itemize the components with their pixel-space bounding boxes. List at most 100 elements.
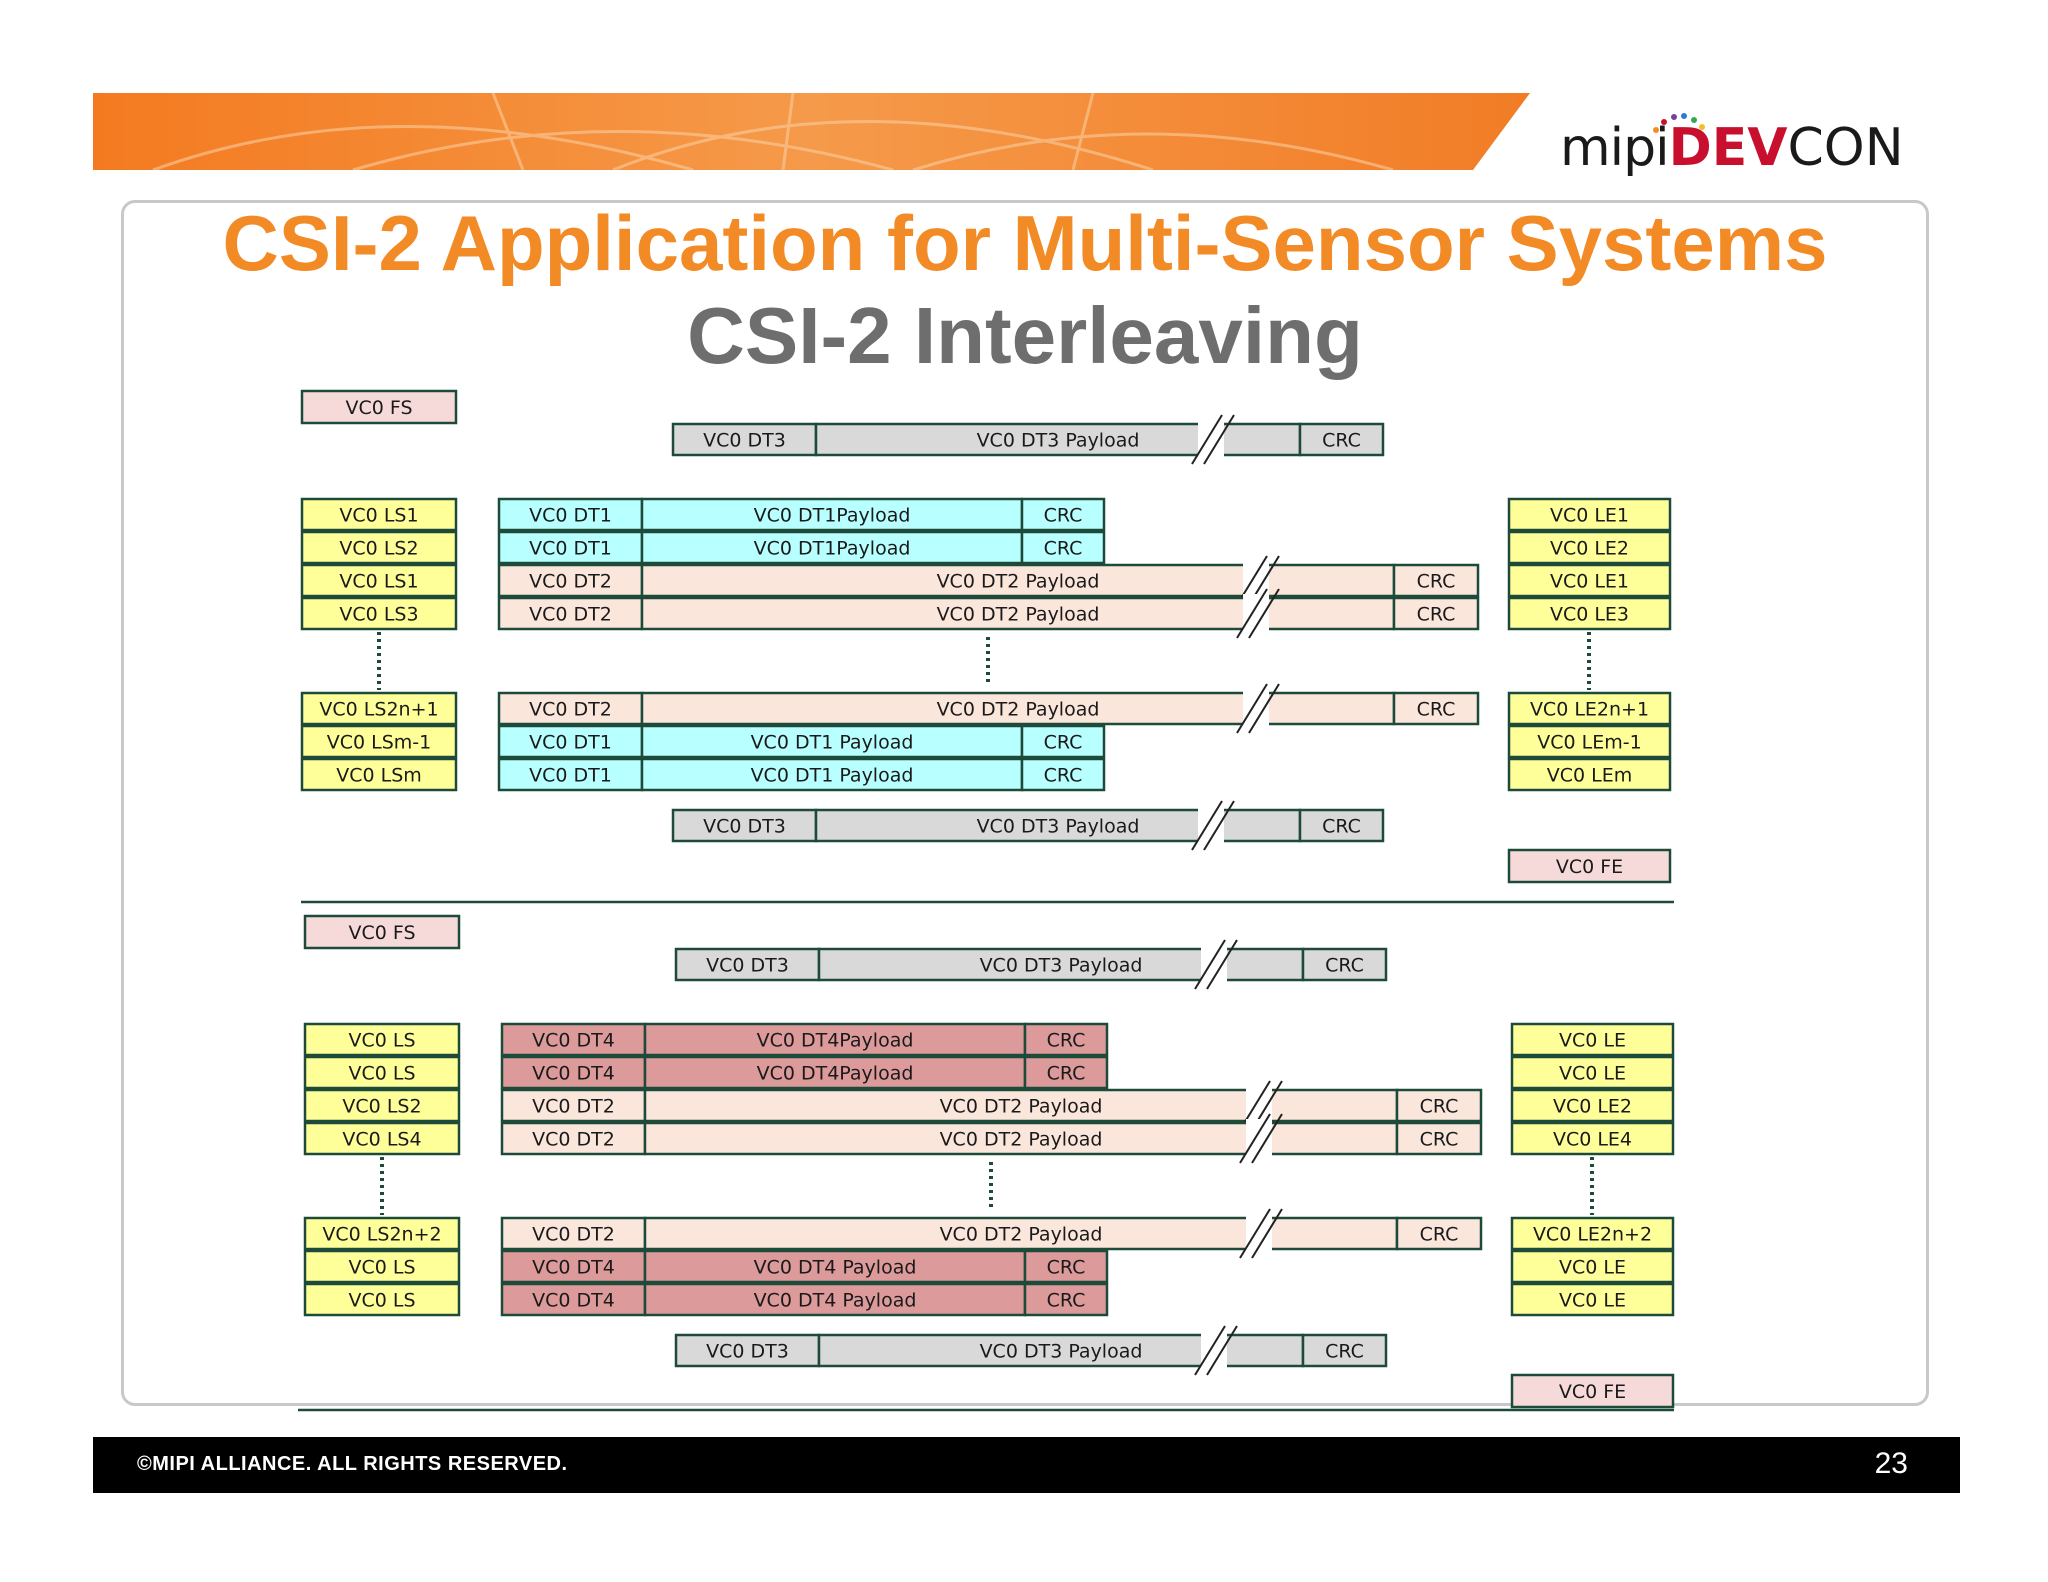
break-mark [1206, 939, 1238, 990]
sensor1-line-end-b2-box [1507, 757, 1672, 792]
sensor1-frame-end-label: VC0 FE [1556, 856, 1623, 878]
break-mark [1191, 414, 1223, 465]
sensor1-line-start-3-box [300, 596, 458, 631]
sensor2-dt3-bottom-crc-box [1301, 1333, 1388, 1368]
sensor1-short-b-payload-box [640, 530, 1024, 565]
break-mark [1203, 800, 1235, 851]
sensor1-long-c-dt-label: VC0 DT2 [529, 699, 612, 721]
sensor1-long-c-crc-label: CRC [1417, 699, 1456, 721]
sensor2-line-end-b0-box [1510, 1216, 1675, 1251]
sensor2-line-end-1-box [1510, 1055, 1675, 1090]
sensor2-line-start-2-box [303, 1088, 461, 1123]
sensor1-dt3-top-payload-label: VC0 DT3 Payload [977, 430, 1140, 452]
sensor1-line-end-2-label: VC0 LE1 [1550, 571, 1629, 593]
sensor2-line-end-0-label: VC0 LE [1559, 1030, 1626, 1052]
sensor1-line-end-b1-box [1507, 724, 1672, 759]
sensor2-line-end-b2-box [1510, 1282, 1675, 1317]
sensor2-dt3-bottom-dt-box [674, 1333, 821, 1368]
sensor2-dt3-top-dt-box [674, 947, 821, 982]
sensor1-long-b-crc-box [1392, 596, 1480, 631]
sensor1-line-start-0-label: VC0 LS1 [339, 505, 418, 527]
sensor2-dt3-top-crc-label: CRC [1325, 955, 1364, 977]
sensor1-short-a-payload-label: VC0 DT1Payload [754, 505, 911, 527]
sensor1-short-d-payload-label: VC0 DT1 Payload [751, 765, 914, 787]
sensor2-dt3-bottom-crc-label: CRC [1325, 1341, 1364, 1363]
sensor1-line-start-b2-label: VC0 LSm [336, 765, 422, 787]
logo-mipi: mipi [1560, 118, 1670, 178]
sensor1-long-b-payload-label: VC0 DT2 Payload [937, 604, 1100, 626]
break-mark [1203, 414, 1235, 465]
sensor2-line-end-b2-label: VC0 LE [1559, 1290, 1626, 1312]
content-frame [121, 200, 1929, 1406]
sensor2-dt3-top-dt-label: VC0 DT3 [706, 955, 789, 977]
sensor1-short-b-crc-label: CRC [1044, 538, 1083, 560]
sensor1-line-start-1-label: VC0 LS2 [339, 538, 418, 560]
sensor2-line-end-2-label: VC0 LE2 [1553, 1096, 1632, 1118]
sensor1-line-start-b1-label: VC0 LSm-1 [327, 732, 432, 754]
sensor2-line-start-b1-box [303, 1249, 461, 1284]
sensor2-line-end-b0-label: VC0 LE2n+2 [1533, 1224, 1652, 1246]
sensor2-short-a-crc-label: CRC [1047, 1030, 1086, 1052]
sensor2-dt3-top-payload-label: VC0 DT3 Payload [980, 955, 1143, 977]
sensor2-line-start-b0-box [303, 1216, 461, 1251]
sensor2-long-c-dt-label: VC0 DT2 [532, 1224, 615, 1246]
sensor1-short-a-crc-box [1020, 497, 1106, 532]
sensor2-line-end-b1-box [1510, 1249, 1675, 1284]
sensor2-line-start-1-box [303, 1055, 461, 1090]
sensor2-long-c-dt-box [500, 1216, 647, 1251]
sensor1-short-b-crc-box [1020, 530, 1106, 565]
sensor2-short-a-crc-box [1023, 1022, 1109, 1057]
sensor2-short-c-payload-label: VC0 DT4 Payload [754, 1257, 917, 1279]
sensor1-short-b-dt-label: VC0 DT1 [529, 538, 612, 560]
sensor2-line-start-b1-label: VC0 LS [348, 1257, 415, 1279]
sensor1-dt3-bottom-crc-label: CRC [1322, 816, 1361, 838]
sensor1-line-end-3-box [1507, 596, 1672, 631]
sensor2-long-b-crc-label: CRC [1420, 1129, 1459, 1151]
sensor1-line-start-1-box [300, 530, 458, 565]
sensor1-short-d-crc-label: CRC [1044, 765, 1083, 787]
sensor2-line-end-1-label: VC0 LE [1559, 1063, 1626, 1085]
sensor1-short-d-dt-box [497, 757, 644, 792]
sensor1-dt3-bottom-dt-label: VC0 DT3 [703, 816, 786, 838]
sensor1-line-start-0-box [300, 497, 458, 532]
sensor2-short-d-dt-label: VC0 DT4 [532, 1290, 615, 1312]
sensor2-line-start-1-label: VC0 LS [348, 1063, 415, 1085]
sensor2-line-end-b1-label: VC0 LE [1559, 1257, 1626, 1279]
sensor2-long-a-dt-label: VC0 DT2 [532, 1096, 615, 1118]
sensor2-long-c-payload-label: VC0 DT2 Payload [940, 1224, 1103, 1246]
sensor2-line-end-3-box [1510, 1121, 1675, 1156]
sensor2-short-c-crc-box [1023, 1249, 1109, 1284]
sensor2-line-end-0-box [1510, 1022, 1675, 1057]
sensor1-long-b-crc-label: CRC [1417, 604, 1456, 626]
break-mark [1194, 1325, 1226, 1376]
sensor2-dt3-bottom-payload-label: VC0 DT3 Payload [980, 1341, 1143, 1363]
footer-bar: ©MIPI ALLIANCE. ALL RIGHTS RESERVED. 23 [93, 1437, 1960, 1493]
sensor2-line-start-b0-label: VC0 LS2n+2 [322, 1224, 441, 1246]
sensor1-long-a-crc-box [1392, 563, 1480, 598]
sensor1-frame-start-box [300, 389, 458, 425]
sensor1-short-a-dt-label: VC0 DT1 [529, 505, 612, 527]
sensor2-short-a-dt-label: VC0 DT4 [532, 1030, 615, 1052]
break-mark [1251, 1113, 1283, 1164]
sensor2-long-b-crc-box [1395, 1121, 1483, 1156]
sensor2-short-b-crc-label: CRC [1047, 1063, 1086, 1085]
sensor2-short-b-payload-label: VC0 DT4Payload [757, 1063, 914, 1085]
sensor1-long-c-crc-box [1392, 691, 1480, 726]
slide-subtitle: CSI-2 Interleaving [687, 291, 1363, 380]
logo-con: CON [1787, 118, 1904, 178]
break-mark [1236, 588, 1268, 639]
sensor2-frame-start-box [303, 914, 461, 950]
sensor1-short-d-payload-box [640, 757, 1024, 792]
sensor2-long-b-dt-label: VC0 DT2 [532, 1129, 615, 1151]
sensor2-line-start-b2-label: VC0 LS [348, 1290, 415, 1312]
copyright-text: ©MIPI ALLIANCE. ALL RIGHTS RESERVED. [137, 1453, 568, 1475]
sensor2-long-a-crc-label: CRC [1420, 1096, 1459, 1118]
break-mark [1248, 588, 1280, 639]
sensor1-line-start-b0-label: VC0 LS2n+1 [319, 699, 438, 721]
sensor1-short-c-crc-label: CRC [1044, 732, 1083, 754]
sensor1-line-start-b0-box [300, 691, 458, 726]
sensor2-line-start-3-label: VC0 LS4 [342, 1129, 421, 1151]
sensor1-dt3-top-crc-label: CRC [1322, 430, 1361, 452]
sensor1-line-start-b2-box [300, 757, 458, 792]
